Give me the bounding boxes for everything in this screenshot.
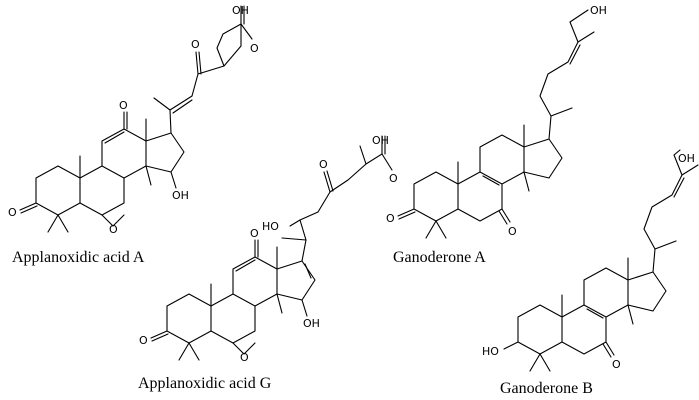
epoxide-oxygen-label: O xyxy=(240,351,249,364)
ganoderone-b-structure: HO O OH xyxy=(482,149,699,372)
c3-oxygen-label: O xyxy=(386,212,395,225)
c3-oxygen-label: O xyxy=(8,206,17,219)
side-chain-oxygen-label: O xyxy=(319,158,328,171)
c7-oxygen-label: O xyxy=(508,225,517,238)
ketone-oxygen-label: O xyxy=(250,227,259,240)
compound-name-applanoxidic-acid-a: Applanoxidic acid A xyxy=(12,249,145,266)
compound-name-ganoderone-b: Ganoderone B xyxy=(500,380,593,397)
c7-oxygen-label: O xyxy=(612,358,621,371)
carboxyl-o-label: O xyxy=(389,172,398,185)
side-chain-oxygen-label: O xyxy=(191,38,200,51)
applanoxidic-acid-g-structure: O O O OH HO O OH O xyxy=(139,134,398,364)
hydroxyl-label: OH xyxy=(678,152,695,165)
side-chain-hydroxyl-label: HO xyxy=(262,220,279,233)
hydroxyl-label: OH xyxy=(590,4,607,17)
c3-hydroxyl-label: HO xyxy=(482,345,499,358)
c3-oxygen-label: O xyxy=(139,334,148,347)
carboxyl-o-label: O xyxy=(250,42,259,55)
carboxyl-oh-label: OH xyxy=(232,4,249,17)
applanoxidic-acid-a-structure: O O O OH O OH O xyxy=(8,4,259,236)
compound-name-ganoderone-a: Ganoderone A xyxy=(393,249,486,266)
hydroxyl-label: OH xyxy=(172,189,189,202)
ketone-oxygen-label: O xyxy=(119,99,128,112)
hydroxyl-label: OH xyxy=(303,317,320,330)
carboxyl-oh-label: OH xyxy=(372,134,389,147)
epoxide-oxygen-label: O xyxy=(109,223,118,236)
compound-name-applanoxidic-acid-g: Applanoxidic acid G xyxy=(138,375,272,392)
ganoderone-a-structure: O O OH xyxy=(386,4,607,239)
